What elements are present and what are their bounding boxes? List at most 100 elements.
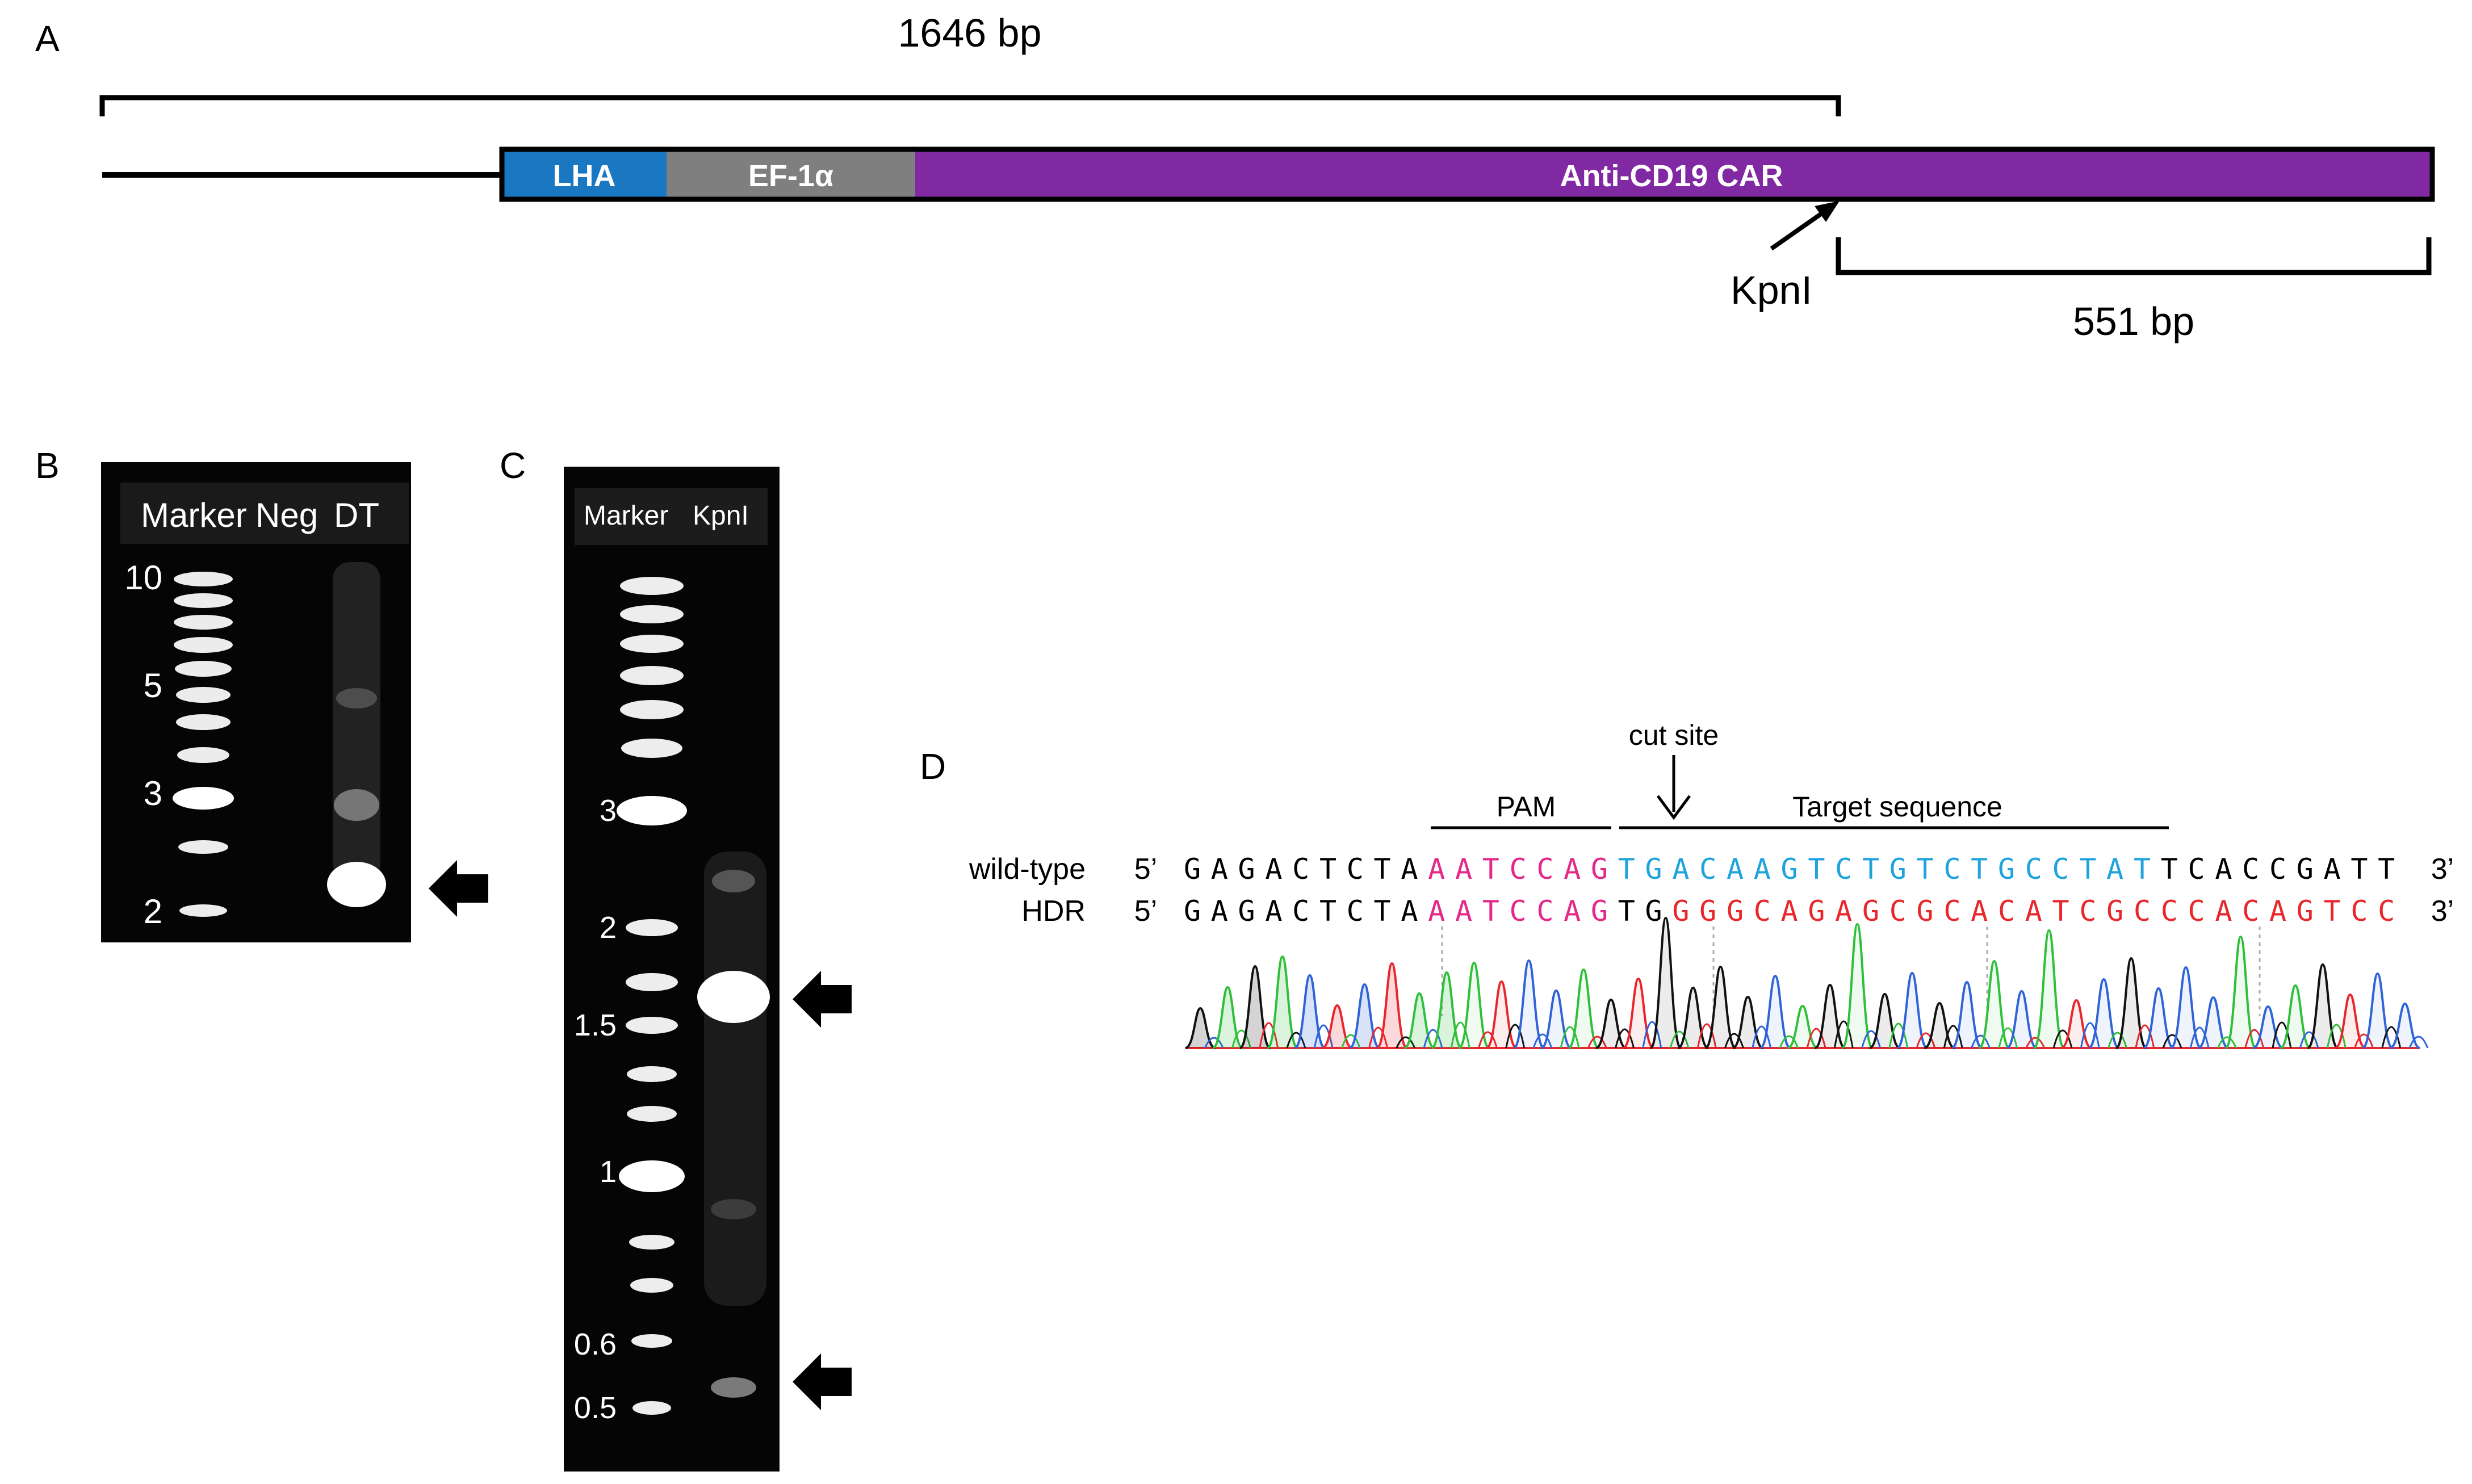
chromatogram-noise-peak [1587,1036,1607,1049]
sequence-base: G [2297,895,2314,928]
gel-c-lane-marker: Marker [584,501,668,531]
seq-three-prime: 3’ [2431,895,2454,928]
chromatogram-peak [1540,989,1572,1049]
sequence-base: C [2242,895,2259,928]
panel-b-letter: B [35,445,60,486]
seq-row-name: HDR [1021,895,1086,928]
gel-c-kpni-band-small [711,1377,756,1398]
chromatogram-peak [1677,986,1709,1049]
gel-c-size-label: 1 [600,1155,617,1189]
gel-c-ladder-band [626,919,678,936]
gel-b-ladder-band [176,687,231,703]
chromatogram-peak [2088,978,2119,1049]
gel-b-ladder-band [174,615,233,630]
sequence-base: G [1781,853,1798,886]
gel-c-ladder-band [620,666,684,685]
chromatogram-noise-peak [1669,1030,1690,1049]
chromatogram-peak [1924,1001,1955,1049]
sequence-base: G [1645,853,1662,886]
chromatogram-noise-peak [2326,1024,2347,1049]
gel-b-size-label: 2 [144,892,162,930]
chromatogram-peak [1485,980,1518,1049]
chromatogram-noise-peak [1560,1026,1580,1049]
gel-b-band-arrow-icon [429,860,488,917]
sequence-base: T [2161,853,2178,886]
gel-c-kpni-faint-band [711,1199,756,1219]
sequence-base: A [1428,895,1445,928]
gel-b-ladder-band [173,787,234,810]
sequence-base: T [2351,853,2368,886]
gel-b-ladder-band [177,747,229,763]
chromatogram-peak [2334,993,2366,1049]
sequence-base: C [2134,895,2151,928]
sequence-base: A [1401,895,1418,928]
sequence-base: C [1510,895,1527,928]
gel-c-band-arrow-icon [793,1353,852,1410]
gel-c-size-label: 3 [600,794,617,828]
gel-b-size-label: 10 [124,559,162,597]
gel-b-dt-smear [333,562,380,880]
chromatogram-peak [1294,974,1326,1049]
sequence-base: A [1401,853,1418,886]
sequence-base: A [1564,895,1581,928]
chromatogram-noise-peak [2162,1034,2182,1049]
chromatogram-noise-peak [1998,1027,2018,1049]
gel-c-ladder-band [627,1106,677,1122]
sequence-base: T [1482,853,1499,886]
chromatogram-noise-peak [1916,1032,1936,1049]
chromatogram-noise-peak [2354,1033,2374,1049]
chromatogram-peak [1212,986,1243,1049]
target-label: Target sequence [1792,791,2002,823]
chromatogram-noise-peak [1396,1036,1416,1049]
chromatogram-peak [2389,1002,2421,1049]
gel-b-lane-dt: DT [334,496,379,534]
sequence-base: A [1754,853,1771,886]
chromatogram-peak [1978,959,2010,1049]
chromatogram-peak [1513,959,1545,1049]
gel-b-ladder-band [176,714,231,730]
sequence-base: C [1943,853,1960,886]
chromatogram-noise-peak [1259,1022,1279,1049]
gel-c-ladder-band [631,1334,672,1348]
sequence-base: A [1971,895,1988,928]
bracket-fragment [1836,237,2432,275]
chromatogram-peak [2224,935,2257,1049]
chromatogram-noise-peak [1231,1029,1251,1049]
chromatogram-peak [1568,968,1599,1049]
chromatogram-peak [1239,965,1271,1049]
chromatogram-peak [1458,961,1490,1049]
sequence-base: T [1971,853,1988,886]
sequence-base: G [1672,895,1689,928]
sequence-base: C [1889,895,1907,928]
chromatogram-noise-peak [1505,1024,1526,1049]
sequence-base: G [1862,895,1879,928]
sequence-base: C [1292,853,1309,886]
sequence-base: T [1319,895,1336,928]
gel-c-size-label: 0.6 [574,1327,617,1361]
sequence-base: A [1265,895,1282,928]
chromatogram-noise-peak [1696,1023,1717,1049]
sequence-base: A [1672,853,1689,886]
chromatogram-peak [2170,966,2202,1049]
gel-c-ladder-band [620,605,684,623]
sequence-base: G [1591,853,1608,886]
sequence-base: G [2106,895,2123,928]
chromatogram-noise-peak [2025,1037,2046,1049]
sequence-base: T [2378,853,2395,886]
chromatogram-noise-peak [2299,1031,2319,1049]
cut-site-arrow-icon [1656,795,1691,820]
panel-c-letter: C [500,445,526,486]
sequence-base: G [1645,895,1662,928]
sequence-base: A [2215,853,2232,886]
sequence-base: T [2052,895,2069,928]
gel-c-band-arrow-icon [793,971,852,1028]
chromatogram-peak [1841,923,1874,1049]
sequence-base: C [1347,895,1364,928]
chromatogram-noise-peak [1313,1024,1334,1049]
sequence-base: G [1184,895,1201,928]
seq-five-prime: 5’ [1134,895,1157,928]
sequence-base: G [1998,853,2015,886]
kpni-arrow-icon [1815,201,1840,222]
chromatogram-peak [1787,1004,1819,1049]
sequence-base: C [2378,895,2395,928]
